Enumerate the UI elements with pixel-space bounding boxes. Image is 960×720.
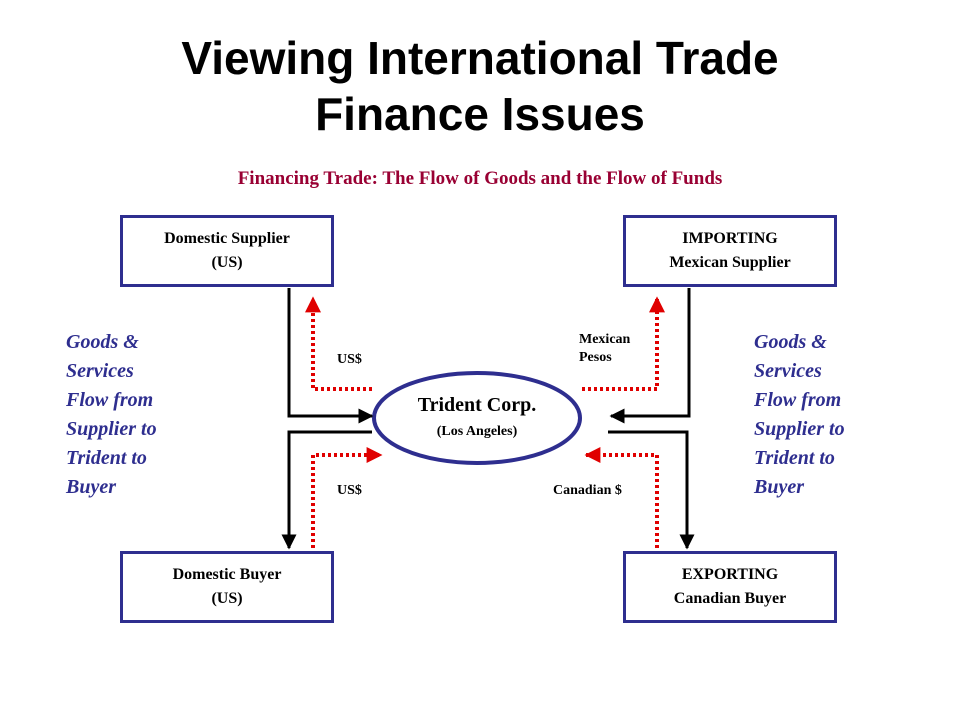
currency-label-top-right: Mexican Pesos (579, 331, 630, 367)
right-text-line: Flow from (754, 389, 842, 411)
left-text-line: Buyer (66, 476, 116, 498)
right-goods-flow-text: Goods & Services Flow from Supplier to T… (754, 328, 894, 502)
title-line-2: Finance Issues (315, 88, 645, 140)
domestic-supplier-line-1: Domestic Supplier (164, 230, 290, 247)
currency-label-top-left: US$ (337, 352, 362, 367)
left-text-line: Services (66, 360, 134, 382)
domestic-supplier-line-2: (US) (211, 254, 243, 271)
trident-title: Trident Corp. (417, 394, 537, 416)
funds-arrow-canadian-buyer-to-trident (584, 447, 659, 548)
currency-label-bottom-left: US$ (337, 483, 362, 498)
domestic-buyer-line-1: Domestic Buyer (172, 566, 282, 583)
exporting-buyer-box: EXPORTING Canadian Buyer (623, 551, 837, 623)
domestic-buyer-line-2: (US) (211, 590, 243, 607)
domestic-buyer-box: Domestic Buyer (US) (120, 551, 334, 623)
goods-arrow-mexican-supplier-to-trident (609, 288, 691, 424)
domestic-supplier-box: Domestic Supplier (US) (120, 215, 334, 287)
importing-supplier-line-2: Mexican Supplier (669, 254, 791, 271)
funds-arrow-trident-to-supplier (305, 296, 372, 391)
goods-arrow-trident-to-canadian-buyer (608, 430, 695, 550)
trident-location: (Los Angeles) (436, 424, 518, 439)
right-text-line: Supplier to (754, 418, 845, 440)
currency-label-bottom-right: Canadian $ (553, 483, 622, 498)
left-text-line: Supplier to (66, 418, 157, 440)
importing-supplier-line-1: IMPORTING (682, 230, 778, 247)
right-text-line: Trident to (754, 447, 835, 469)
currency-label-top-right-line: Pesos (579, 350, 612, 365)
funds-arrow-buyer-to-trident (311, 447, 383, 548)
right-text-line: Goods & (754, 331, 827, 353)
left-text-line: Goods & (66, 331, 139, 353)
diagram-subtitle: Financing Trade: The Flow of Goods and t… (237, 168, 723, 189)
exporting-buyer-line-1: EXPORTING (681, 566, 779, 583)
importing-supplier-box: IMPORTING Mexican Supplier (623, 215, 837, 287)
funds-arrow-trident-to-mexican-supplier (582, 296, 665, 391)
title-line-1: Viewing International Trade (181, 32, 779, 84)
goods-arrow-trident-to-buyer (281, 430, 372, 550)
goods-arrow-supplier-to-trident (287, 288, 374, 424)
slide-title: Viewing International Trade Finance Issu… (0, 30, 960, 142)
right-text-line: Services (754, 360, 822, 382)
left-goods-flow-text: Goods & Services Flow from Supplier to T… (66, 328, 206, 502)
left-text-line: Flow from (66, 389, 154, 411)
left-text-line: Trident to (66, 447, 147, 469)
currency-label-top-right-line: Mexican (579, 332, 631, 347)
right-text-line: Buyer (754, 476, 804, 498)
trident-ellipse (372, 371, 582, 465)
exporting-buyer-line-2: Canadian Buyer (673, 590, 787, 607)
